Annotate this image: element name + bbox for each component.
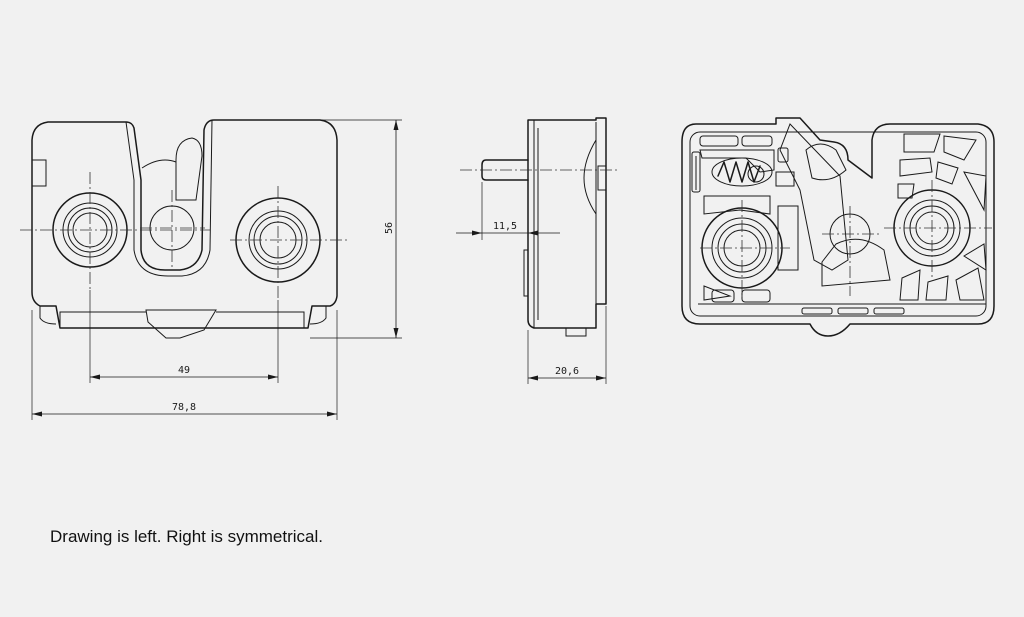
height-dimension: 56 (384, 222, 395, 234)
side-view (460, 117, 620, 337)
shaft-length-dimension: 11,5 (493, 221, 517, 232)
overall-width-dimension: 78,8 (172, 402, 196, 413)
front-view (20, 119, 350, 339)
side-view-dimensions: 11,5 20,6 (456, 182, 607, 384)
rear-view (681, 117, 995, 337)
front-view-dimensions: 49 78,8 56 (31, 119, 402, 420)
hole-spacing-dimension: 49 (178, 365, 190, 376)
depth-dimension: 20,6 (555, 366, 579, 377)
drawing-caption: Drawing is left. Right is symmetrical. (50, 527, 324, 546)
